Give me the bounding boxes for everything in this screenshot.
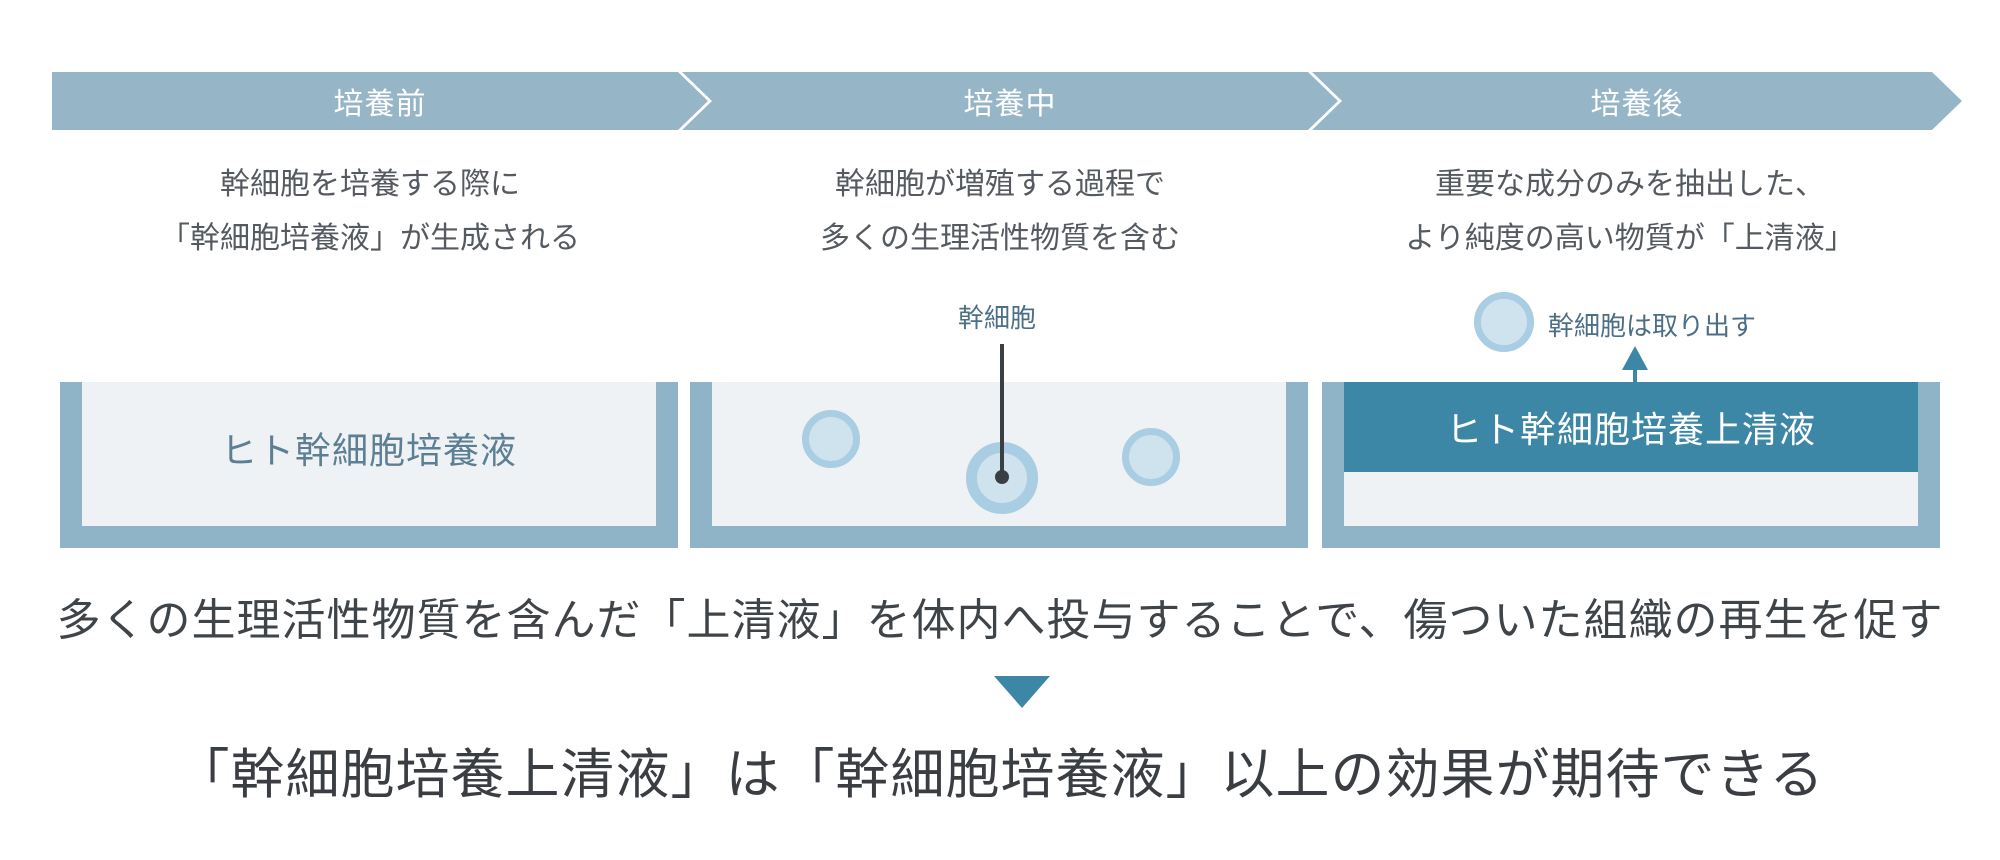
up-arrow-shaft bbox=[1633, 366, 1637, 384]
stage-description-after: 重要な成分のみを抽出した、 より純度の高い物質が「上清液」 bbox=[1310, 158, 1950, 266]
stage-title-before: 培養前 bbox=[333, 87, 427, 122]
up-arrow-icon bbox=[1622, 346, 1648, 370]
description-line: 幹細胞が増殖する過程で bbox=[835, 167, 1165, 202]
stage-header-after: 培養後 bbox=[1312, 72, 1962, 130]
description-line: 重要な成分のみを抽出した、 bbox=[1435, 167, 1825, 202]
stage-header-before: 培養前 bbox=[52, 72, 708, 130]
label-pointer-dot bbox=[995, 470, 1009, 484]
container-during bbox=[690, 382, 1308, 548]
container-before: ヒト幹細胞培養液 bbox=[60, 382, 678, 548]
culture-medium-label: ヒト幹細胞培養液 bbox=[220, 431, 517, 472]
down-triangle-icon bbox=[994, 676, 1050, 708]
description-line: 「幹細胞培養液」が生成される bbox=[160, 221, 580, 256]
stage-header-during: 培養中 bbox=[682, 72, 1338, 130]
supernatant-label: ヒト幹細胞培養上清液 bbox=[1445, 410, 1816, 451]
description-line: より純度の高い物質が「上清液」 bbox=[1405, 221, 1855, 256]
description-line: 多くの生理活性物質を含む bbox=[820, 221, 1180, 256]
cell-removed-label: 幹細胞は取り出す bbox=[1548, 312, 1757, 342]
extracted-stem-cell bbox=[1474, 292, 1534, 352]
conclusion-statement: 「幹細胞培養上清液」は「幹細胞培養液」以上の効果が期待できる bbox=[175, 743, 1825, 806]
stem-cell bbox=[802, 410, 860, 468]
stage-title-after: 培養後 bbox=[1590, 87, 1684, 122]
supernatant-layer: ヒト幹細胞培養上清液 bbox=[1344, 382, 1918, 472]
stage-description-during: 幹細胞が増殖する過程で 多くの生理活性物質を含む bbox=[680, 158, 1320, 266]
stage-title-during: 培養中 bbox=[963, 87, 1057, 122]
stem-cell bbox=[1122, 428, 1180, 486]
label-pointer-line bbox=[1000, 344, 1004, 476]
container-after: ヒト幹細胞培養上清液 bbox=[1322, 382, 1940, 548]
stem-cell-label: 幹細胞 bbox=[958, 304, 1037, 334]
description-line: 幹細胞を培養する際に bbox=[220, 167, 520, 202]
stage-description-before: 幹細胞を培養する際に 「幹細胞培養液」が生成される bbox=[50, 158, 690, 266]
effect-statement: 多くの生理活性物質を含んだ「上清液」を体内へ投与することで、傷ついた組織の再生を… bbox=[56, 595, 1944, 646]
